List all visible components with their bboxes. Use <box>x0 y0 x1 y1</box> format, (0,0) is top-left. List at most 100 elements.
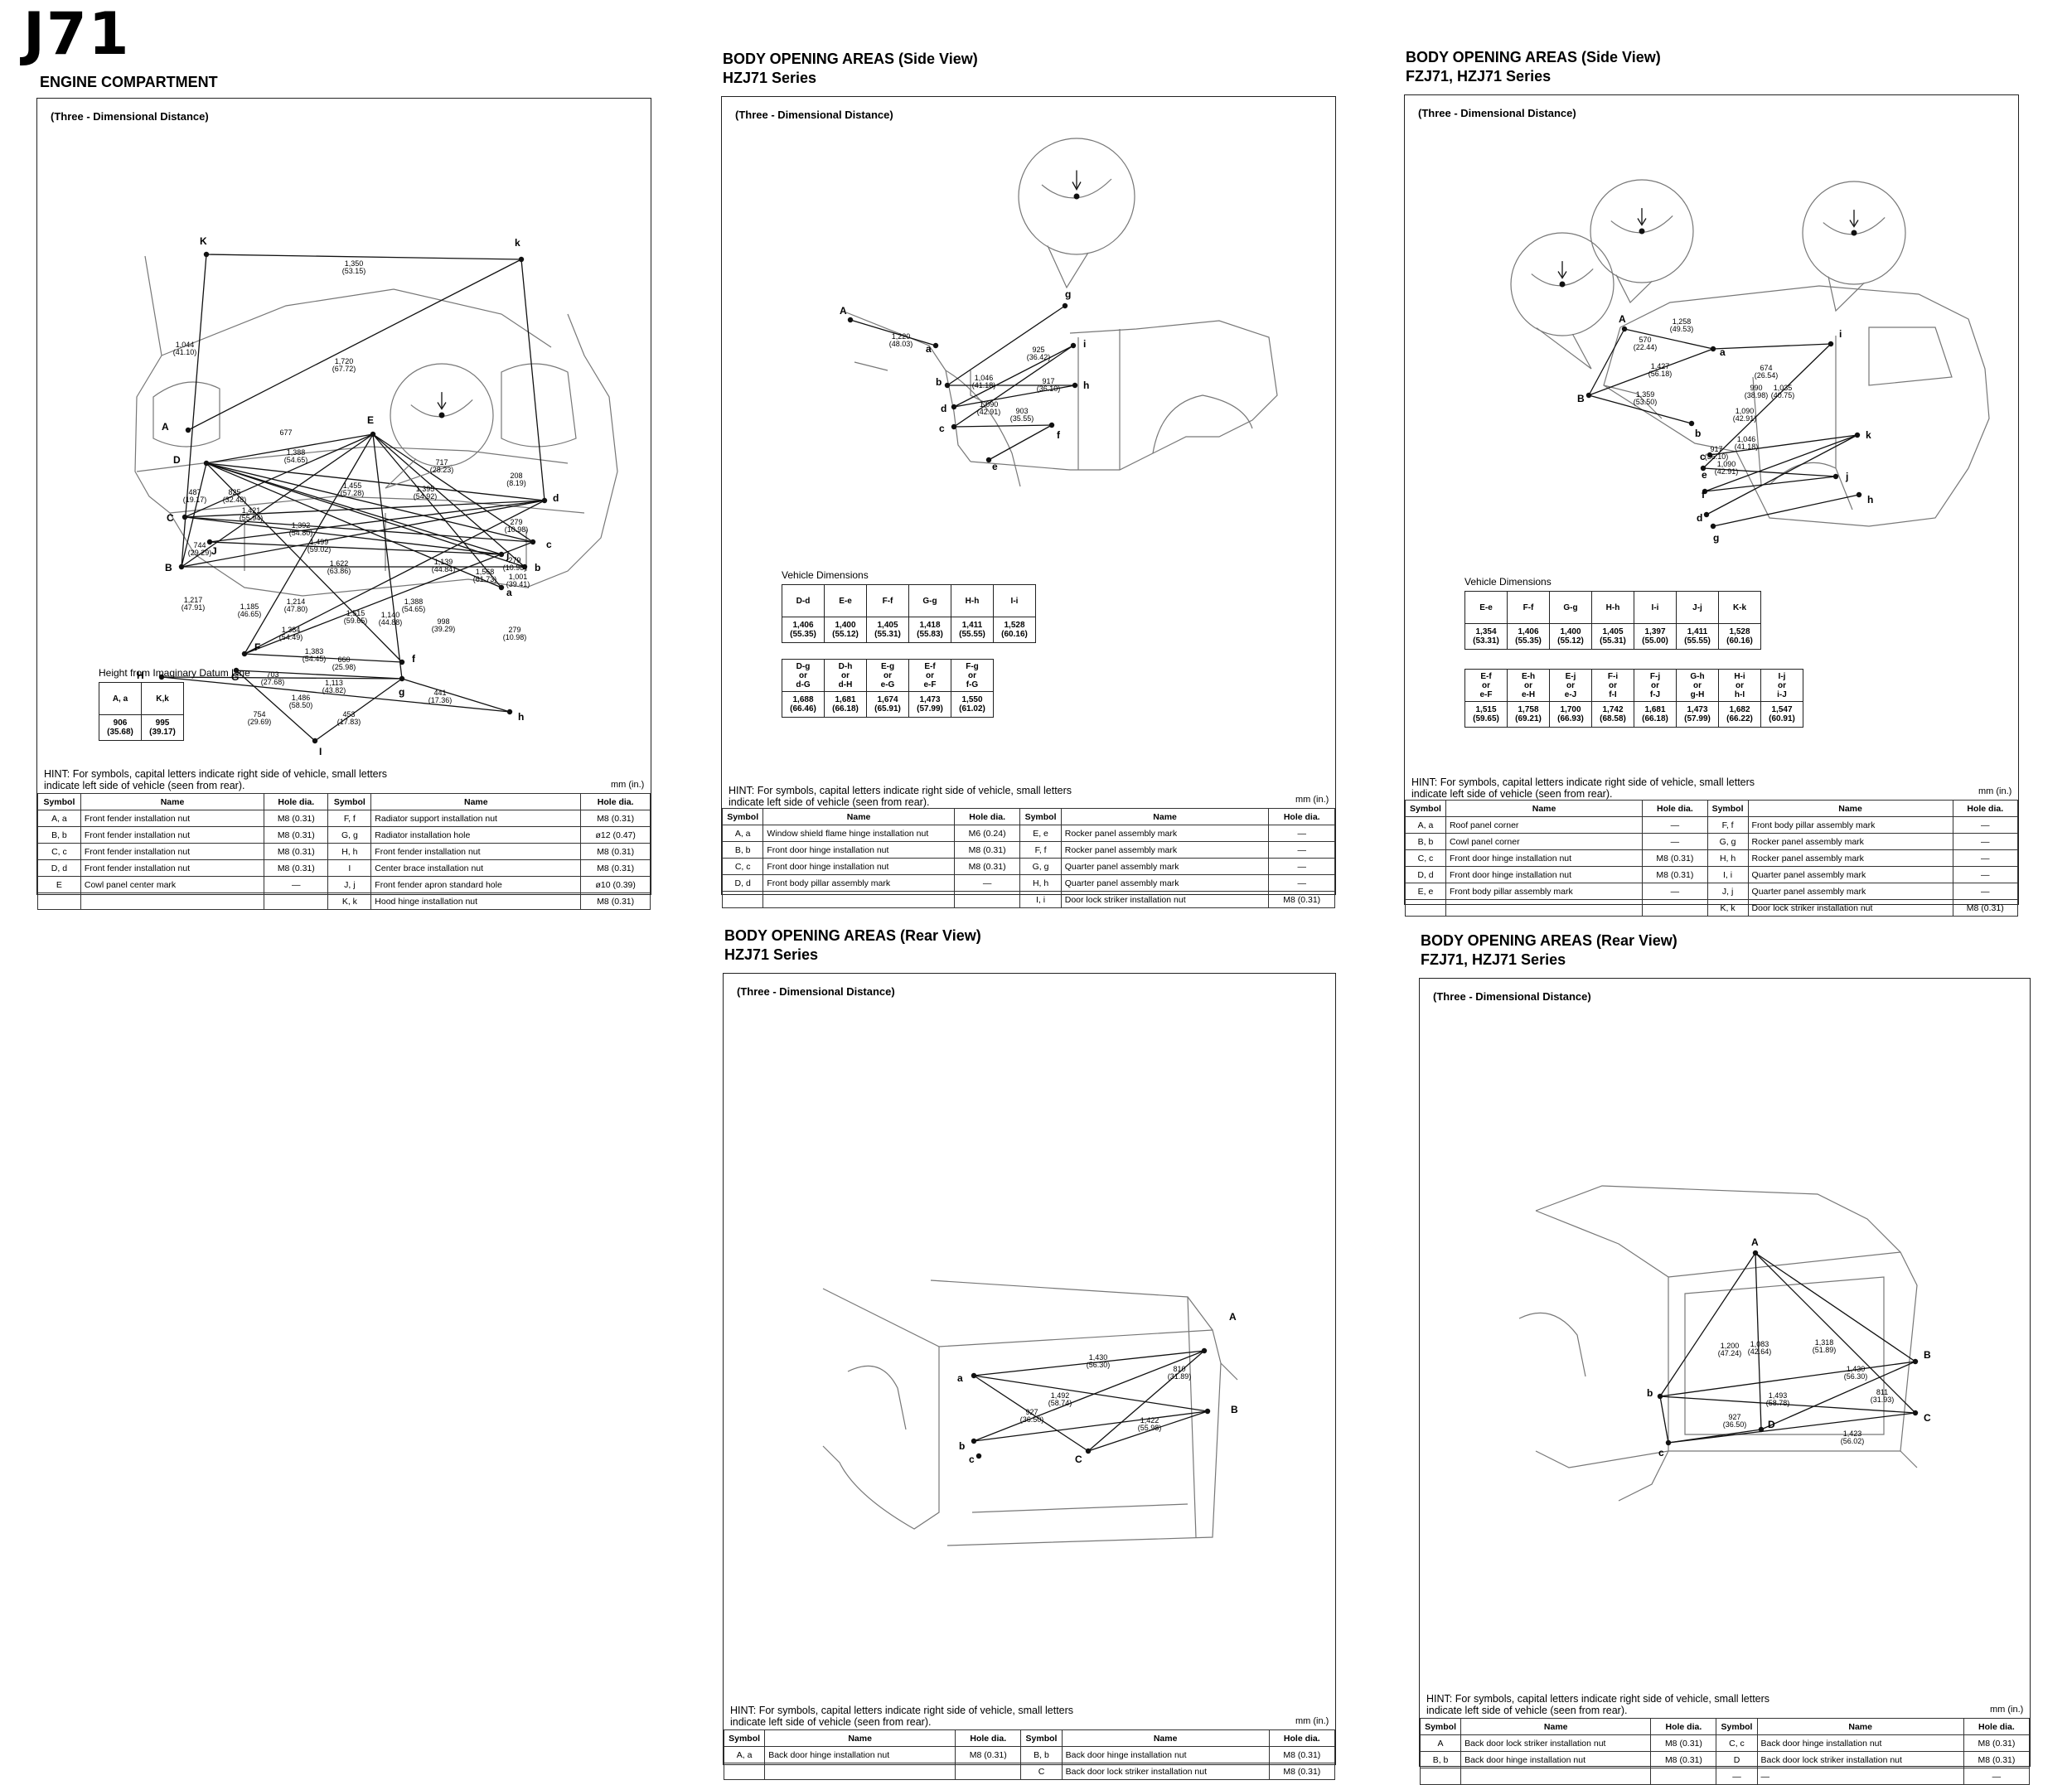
measure-point <box>518 256 525 263</box>
measure-line <box>1588 328 1625 396</box>
body-outline <box>501 363 577 447</box>
measure-point <box>203 460 210 467</box>
distance-label-inch: (55.94) <box>240 514 264 522</box>
hole-cell: — <box>1642 816 1708 834</box>
dim-header: G-g <box>908 584 951 617</box>
body-outline <box>1535 1185 1901 1253</box>
column-header: Symbol <box>1405 800 1446 817</box>
measure-point <box>185 427 191 433</box>
column-header: Hole dia. <box>1650 1718 1717 1735</box>
distance-label: 1,720 <box>335 357 354 365</box>
column-header: Name <box>762 808 955 825</box>
distance-label: 1,423 <box>1843 1429 1862 1438</box>
point-symbol: B <box>1231 1404 1238 1415</box>
measure-line <box>973 1350 1205 1376</box>
point-symbol: d <box>1697 512 1702 524</box>
side-hzj-unit: mm (in.) <box>1295 795 1329 805</box>
rear-fzj-series: FZJ71, HZJ71 Series <box>1421 951 1566 968</box>
distance-label: 927 <box>1728 1413 1740 1421</box>
distance-label-inch: (67.72) <box>332 365 356 373</box>
point-symbol: f <box>412 653 416 665</box>
engine-three-dim: (Three - Dimensional Distance) <box>51 110 209 123</box>
symbol-cell: C <box>1020 1763 1063 1780</box>
body-outline <box>1187 1296 1238 1538</box>
symbol-cell: D, d <box>721 874 764 892</box>
dim-value: 1,528 (60.16) <box>993 617 1036 643</box>
arrow-icon <box>1849 210 1859 228</box>
body-outline <box>930 1279 1213 1331</box>
symbol-cell: F, f <box>1019 841 1062 859</box>
hole-cell: M8 (0.31) <box>953 841 1021 859</box>
measure-line <box>1712 494 1860 527</box>
distance-label-inch: (42.91) <box>1733 414 1757 423</box>
measure-line <box>181 462 207 568</box>
body-outline <box>152 381 220 447</box>
rear-fzj-hint: HINT: For symbols, capital letters indic… <box>1426 1693 1770 1716</box>
column-header: Hole dia. <box>955 1729 1022 1747</box>
measure-point <box>1710 346 1716 352</box>
distance-label: 1,622 <box>330 559 349 568</box>
column-header: Name <box>764 1729 956 1747</box>
height-value: 995 (39.17) <box>141 714 184 741</box>
measure-point <box>178 564 185 570</box>
measure-point <box>1688 420 1695 427</box>
measure-point <box>951 404 957 410</box>
distance-label: 717 <box>435 458 448 467</box>
dim-header: E-g or e-G <box>866 659 909 692</box>
distance-label: 660 <box>337 655 350 664</box>
body-outline <box>970 320 1278 471</box>
measure-point <box>1752 1250 1759 1256</box>
hole-cell: — <box>1952 883 2019 900</box>
dim-header: J-j <box>1676 591 1719 624</box>
column-header: Name <box>80 793 265 810</box>
dim-header: K-k <box>1718 591 1761 624</box>
measure-point <box>975 1453 982 1459</box>
measure-point <box>971 1372 977 1379</box>
symbol-cell: I, i <box>1706 866 1749 883</box>
column-header: Name <box>1460 1718 1652 1735</box>
model-code: J71 <box>23 0 131 68</box>
distance-label-inch: (8.19) <box>506 479 526 487</box>
distance-label-inch: (47.91) <box>182 603 206 612</box>
measure-point <box>1710 523 1716 530</box>
measure-line <box>953 345 1074 428</box>
measure-point <box>1201 1347 1208 1354</box>
hole-cell: M8 (0.31) <box>1642 849 1708 867</box>
side-fzj-series: FZJ71, HZJ71 Series <box>1406 68 1552 85</box>
hole-cell: — <box>1642 883 1708 900</box>
measure-line <box>206 462 525 568</box>
measure-line <box>1588 348 1714 396</box>
dim-header: D-h or d-H <box>824 659 867 692</box>
point-symbol: C <box>167 512 174 524</box>
body-outline <box>854 361 988 404</box>
distance-label-inch: (29.29) <box>188 549 212 557</box>
dim-value-row: 1,406 (55.35)1,400 (55.12)1,405 (55.31)1… <box>782 617 1036 643</box>
point-symbol: k <box>515 237 520 249</box>
body-outline <box>1077 329 1121 470</box>
measure-point <box>1070 342 1077 349</box>
measure-line <box>973 1410 1208 1442</box>
dim-value: 1,742 (68.58) <box>1591 701 1634 728</box>
distance-label-inch: (56.18) <box>1648 370 1673 378</box>
distance-label: 674 <box>1760 364 1772 372</box>
distance-label-inch: (44.84) <box>432 565 456 573</box>
name-cell: Hood hinge installation nut <box>370 892 582 910</box>
inset-point <box>1639 228 1645 235</box>
distance-label: 1,492 <box>1051 1391 1070 1400</box>
measure-line <box>181 433 374 568</box>
side-fzj-hint: HINT: For symbols, capital letters indic… <box>1411 776 1755 800</box>
hole-cell: — <box>1268 858 1335 875</box>
rear-hzj-series: HZJ71 Series <box>724 946 819 963</box>
symbol-cell: H, h <box>1019 874 1062 892</box>
measure-line <box>1760 1361 1916 1430</box>
distance-label: 903 <box>1015 407 1028 415</box>
name-cell: Quarter panel assembly mark <box>1060 874 1270 892</box>
dim-value: 1,515 (59.65) <box>1464 701 1508 728</box>
